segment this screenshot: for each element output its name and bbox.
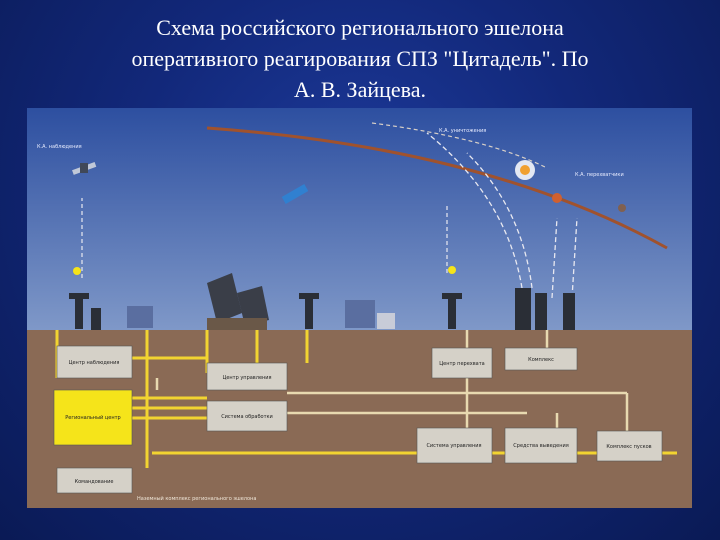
beam-2	[466, 152, 533, 289]
box-b7-text: Комплекс	[528, 357, 554, 363]
beige-links	[155, 330, 629, 433]
ground-dishes	[69, 288, 575, 330]
box-b4-text: Центр управления	[222, 375, 271, 381]
box-b10-text: Комплекс пусков	[606, 444, 651, 450]
label-top-interceptor: К.А. уничтожения	[439, 128, 486, 134]
box-b3-text: Командование	[75, 479, 114, 485]
label-left-vehicle: К.А. наблюдения	[37, 144, 82, 150]
scheme-svg: К.А. наблюдения К.А. уничтожения К.А. пе…	[27, 108, 692, 508]
box-b3: Командование	[56, 467, 133, 494]
beam-4	[571, 217, 578, 299]
box-b5: Система обработки	[206, 400, 288, 432]
box-b9: Средства выведения	[504, 427, 578, 464]
diagram-footer-note: Наземный комплекс регионального эшелона	[137, 495, 256, 502]
box-b1: Центр наблюдения	[56, 345, 133, 379]
beam-3	[551, 217, 558, 299]
beam-1	[426, 132, 523, 289]
label-right-interceptor: К.А. перехватчики	[575, 172, 624, 178]
box-b7: Комплекс	[504, 347, 578, 371]
box-b5-text: Система обработки	[221, 414, 273, 420]
phased-array-icon	[207, 273, 269, 330]
title-line-3: А. В. Зайцева.	[293, 77, 427, 102]
box-b10: Комплекс пусков	[596, 430, 663, 462]
satellite-center-icon	[281, 184, 309, 204]
title-line-1: Схема российского регионального эшелона	[156, 15, 564, 40]
satellite-left-icon	[72, 162, 97, 175]
title-line-2: оперативного реагирования СПЗ "Цитадель"…	[131, 46, 589, 71]
signal-flashes	[73, 266, 456, 275]
interceptor-path-1	[371, 122, 548, 169]
interceptor-icon	[552, 193, 626, 212]
box-b8-text: Система управления	[426, 443, 481, 449]
box-b1-text: Центр наблюдения	[69, 360, 120, 366]
box-b6: Центр перехвата	[431, 347, 493, 379]
box-b8: Система управления	[416, 427, 493, 464]
explosion-icon	[515, 160, 535, 180]
radar-buildings	[127, 300, 395, 329]
scheme-diagram: К.А. наблюдения К.А. уничтожения К.А. пе…	[27, 108, 692, 508]
box-b6-text: Центр перехвата	[439, 361, 484, 367]
sky-area	[27, 108, 692, 330]
box-b9-text: Средства выведения	[513, 443, 568, 449]
slide-title: Схема российского регионального эшелона …	[20, 12, 700, 105]
orbit-trajectory	[206, 126, 668, 250]
box-b4: Центр управления	[206, 362, 288, 391]
box-b2-text: Региональный центр	[65, 414, 120, 421]
box-b2: Региональный центр	[53, 389, 133, 446]
